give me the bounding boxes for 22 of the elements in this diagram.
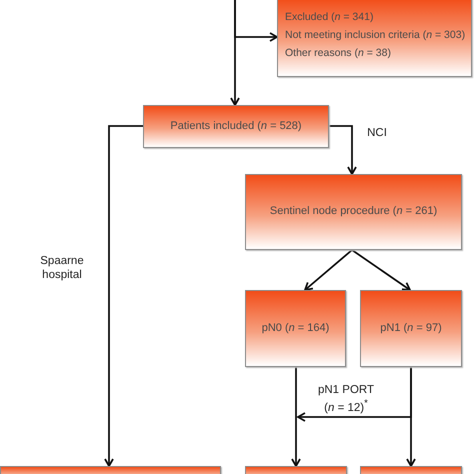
process-box [245, 174, 462, 250]
process-box [245, 290, 346, 367]
box-text: Not meeting inclusion criteria (n = 303) [285, 29, 466, 42]
process-box [360, 290, 462, 367]
edge-label: Spaarne hospital [39, 255, 85, 283]
arrow [351, 249, 411, 291]
arrow [104, 125, 143, 467]
box-text: Excluded (n = 341) [285, 11, 374, 24]
box-text: Other reasons (n = 38) [285, 47, 391, 60]
process-box [277, 0, 472, 77]
box-text: pN0 (n = 164) [262, 322, 330, 336]
process-box [143, 105, 329, 148]
arrow [291, 367, 301, 467]
edge-label: NCI [366, 127, 388, 141]
arrow [304, 249, 353, 291]
arrow [329, 125, 357, 175]
box-text: pN1 (n = 97) [380, 322, 442, 336]
edge-label: pN1 PORT (n = 12)$^{*}$ [316, 384, 376, 416]
box-text: Patients included (n = 528) [170, 120, 302, 134]
box-text: Sentinel node procedure (n = 261) [270, 205, 438, 219]
arrow [234, 0, 278, 42]
arrow [297, 367, 412, 422]
